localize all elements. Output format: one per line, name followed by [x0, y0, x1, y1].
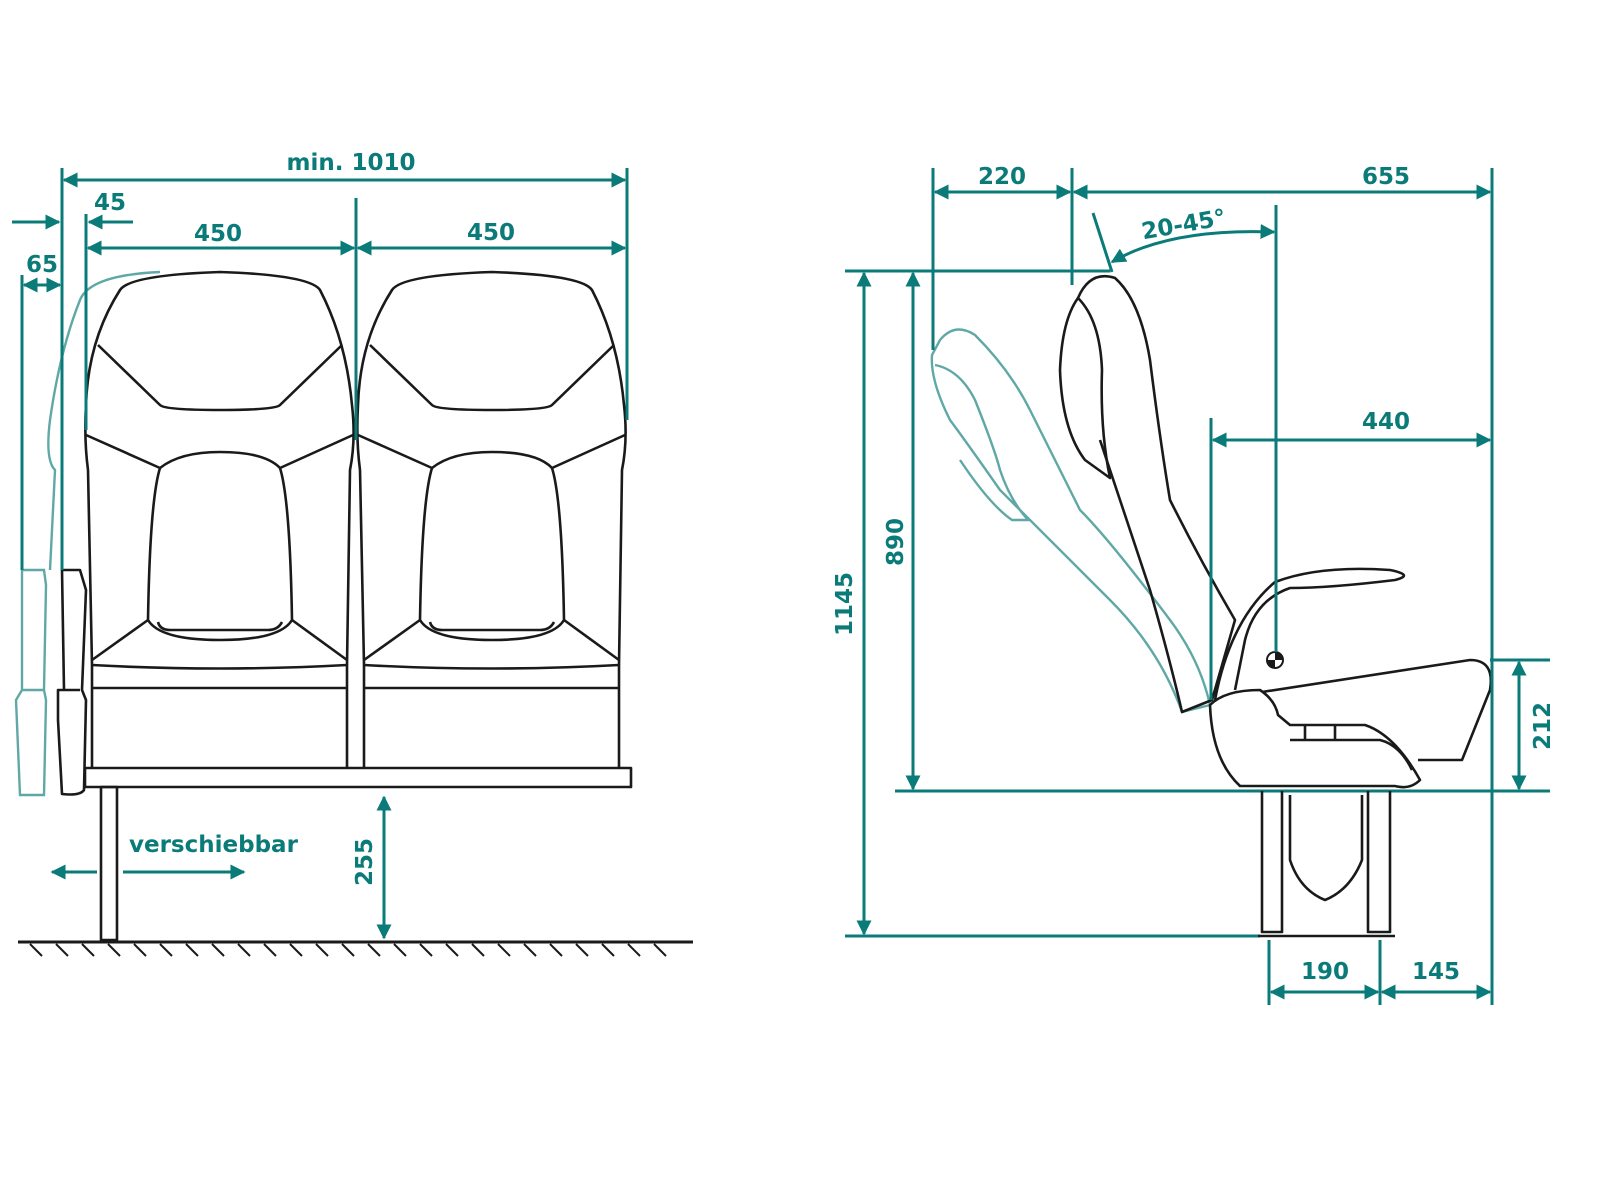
dimension-220: 220 — [931, 164, 1074, 350]
seat-cushion-side — [1208, 658, 1493, 789]
dimension-base: 190 145 — [1267, 940, 1492, 1005]
slide-indicator: verschiebbar — [50, 832, 299, 880]
dimension-seat-widths: 450 450 — [86, 198, 627, 440]
side-view: 220 655 20-45° 440 1145 890 212 — [832, 164, 1556, 1005]
floor-line — [18, 940, 693, 957]
recline-angle-label: 20-45° — [1140, 205, 1228, 245]
armrest-outer-ghost — [14, 568, 48, 797]
dimension-890: 890 — [883, 271, 921, 791]
armrest-raised-ghost — [47, 270, 161, 571]
depth-220-label: 220 — [978, 164, 1026, 190]
dimension-1145: 1145 — [832, 271, 872, 936]
height-1145-label: 1145 — [832, 572, 858, 636]
seat-right-front — [356, 270, 627, 768]
backrest-reclined-ghost — [930, 328, 1212, 714]
pedestal-side — [1258, 791, 1395, 938]
dimension-total-width: min. 1010 — [60, 150, 629, 570]
depth-655-label: 655 — [1362, 164, 1410, 190]
dimension-212: 212 — [1511, 660, 1556, 791]
headrest-side — [1058, 296, 1112, 480]
armrest-down — [56, 568, 88, 796]
height-890-label: 890 — [883, 518, 909, 566]
total-width-label: min. 1010 — [287, 150, 416, 176]
backrest-side — [1076, 274, 1237, 714]
dimension-offset-65: 65 — [20, 252, 62, 570]
dimension-offset-45: 45 — [12, 190, 133, 430]
slide-label: verschiebbar — [129, 832, 299, 858]
seat-left-front — [84, 270, 355, 768]
dimension-655: 655 — [1072, 164, 1494, 1005]
seat-width-right-label: 450 — [467, 220, 515, 246]
armrest-side — [1213, 567, 1406, 701]
height-255-label: 255 — [352, 838, 378, 886]
front-view: min. 1010 45 65 450 450 255 verschieb — [12, 150, 693, 957]
dimension-recline-angle: 20-45° — [1091, 205, 1278, 652]
dimension-height-255: 255 — [352, 795, 392, 940]
seat-width-left-label: 450 — [194, 221, 242, 247]
base-190-label: 190 — [1301, 959, 1349, 985]
depth-440-label: 440 — [1362, 409, 1410, 435]
height-212-label: 212 — [1530, 702, 1556, 750]
dimension-440: 440 — [1209, 409, 1492, 700]
support-pole — [99, 785, 119, 942]
base-145-label: 145 — [1412, 959, 1460, 985]
base-plate — [83, 766, 633, 789]
offset-65-label: 65 — [26, 252, 58, 278]
offset-45-label: 45 — [94, 190, 126, 216]
